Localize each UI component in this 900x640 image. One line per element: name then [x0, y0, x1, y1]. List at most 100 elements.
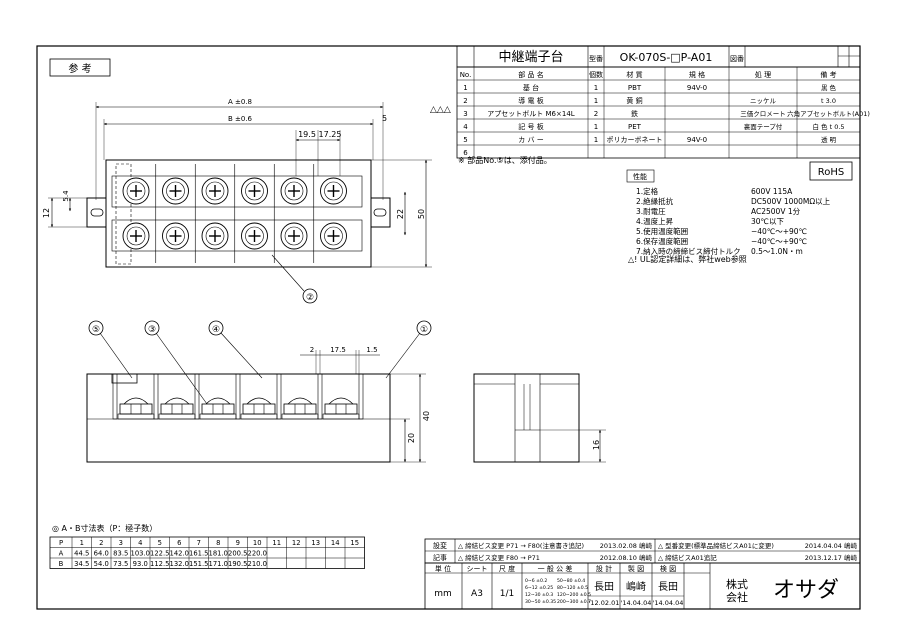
ab-table-cell: 161.5	[189, 550, 208, 558]
parts-cell-note: 六角アプセットボルト(A01)	[787, 109, 870, 118]
bolt-head	[242, 403, 276, 415]
parts-cell-no: 3	[463, 110, 467, 118]
parts-cell-note: 黒 色	[821, 83, 837, 92]
parts-cell-name: カ バ ー	[518, 136, 543, 144]
ab-table-cell: 122.5	[150, 550, 169, 558]
ab-table-cell: 190.5	[228, 560, 247, 568]
ab-table-cell: 93.0	[133, 560, 148, 568]
ab-table-cell: 13	[311, 539, 320, 547]
spec-label: 5.使用温度範囲	[636, 226, 688, 236]
footer-design-date: '12.02.01	[589, 599, 620, 607]
ab-table-cell: 132.0	[170, 560, 189, 568]
parts-cell-qty: 2	[594, 110, 598, 118]
reference-label: 参 考	[68, 62, 91, 75]
footer-designer: 長田	[594, 581, 614, 593]
balloon-2	[302, 288, 318, 304]
ab-table-cell: 112.5	[150, 560, 169, 568]
ab-table-cell: 3	[119, 539, 123, 547]
balloon-2-label: ②	[306, 293, 314, 303]
ab-table-cell: 220.0	[248, 550, 267, 558]
barrier-wall	[235, 373, 241, 420]
tolerance-entry: 12~30 ±0.3	[525, 592, 553, 598]
bolt-head	[160, 403, 194, 415]
barrier-wall	[153, 373, 159, 420]
parts-header-cell: 処 理	[755, 70, 771, 79]
parts-header-cell: 個数	[589, 70, 603, 79]
balloon-1-label: ①	[420, 325, 428, 335]
ab-table-cell: 11	[272, 539, 281, 547]
dim-12: 12	[42, 208, 51, 218]
footer-unit-header: 単 位	[435, 564, 451, 573]
dim-A: A ±0.8	[228, 98, 252, 106]
ab-table-cell: A	[59, 550, 64, 558]
dim-5-4: 5.4	[62, 190, 70, 202]
dim-17-5: 17.5	[330, 346, 346, 354]
ab-table-cell: 181.0	[209, 550, 228, 558]
ab-table-cell: 64.0	[94, 550, 109, 558]
parts-cell-mat: 鉄	[631, 109, 638, 118]
rohs-box	[809, 161, 853, 181]
footer-draw-date: '14.04.04	[621, 599, 652, 607]
balloon-5-label: ⑤	[92, 325, 100, 335]
parts-cell-qty: 1	[594, 136, 598, 144]
parts-cell-mat: 黄 銅	[626, 96, 642, 105]
balloon-4	[208, 320, 224, 336]
parts-cell-no: 6	[463, 149, 468, 157]
parts-header-cell: 規 格	[689, 70, 705, 79]
parts-cell-treat: 三価クロメート	[740, 109, 786, 118]
footer-block: 単 位 シート 尺 度 一 般 公 差 設 計 製 図 検 図 mm A3 1/…	[424, 562, 861, 610]
ab-table-cell: 10	[253, 539, 262, 547]
tolerance-entry: 0~6 ±0.2	[525, 578, 547, 584]
parts-cell-spec: 94V-0	[687, 136, 707, 144]
parts-cell-no: 5	[463, 136, 467, 144]
spec-value: AC2500V 1分	[751, 207, 801, 216]
dim-40: 40	[422, 411, 431, 421]
spec-value: 600V 115A	[751, 187, 793, 196]
parts-header-cell: 材 質	[626, 70, 642, 79]
footer-checker: 長田	[658, 581, 678, 593]
footer-draw-header: 製 図	[628, 564, 644, 573]
model-label: 型番	[589, 54, 603, 63]
ab-table-cell: 54.0	[94, 560, 109, 568]
tolerance-entry: 30~50 ±0.35	[525, 599, 556, 605]
barrier-wall	[317, 373, 323, 420]
barrier-wall	[358, 373, 364, 420]
ab-table-cell: 142.0	[170, 550, 189, 558]
dim-20: 20	[407, 433, 416, 443]
ab-table-cell: 200.5	[228, 550, 247, 558]
dim-1-5: 1.5	[366, 346, 377, 354]
company-type: 株式会社	[726, 577, 748, 604]
ab-table-cell: 8	[216, 539, 220, 547]
parts-header-cell: 備 考	[820, 70, 836, 79]
spec-label: 2.絶縁抵抗	[636, 196, 674, 206]
outer-frame	[36, 45, 861, 610]
ab-table-cell: 9	[236, 539, 240, 547]
footer-design-header: 設 計	[596, 564, 612, 573]
spec-value: −40℃〜+90℃	[751, 227, 807, 236]
balloon-5	[88, 320, 104, 336]
spec-value: −40℃〜+90℃	[751, 237, 807, 246]
ul-note: △! UL認定詳細は、弊社web参照	[628, 254, 747, 264]
spec-label: 7.納入時の締締ビス締付トルク	[636, 246, 741, 256]
parts-cell-name: 記 号 板	[518, 122, 543, 131]
ab-table-cell: 6	[177, 539, 181, 547]
change-date-4: 2013.12.17 嶋崎	[805, 553, 858, 562]
parts-cell-mat: PBT	[628, 84, 642, 92]
spec-value: 30℃以下	[751, 217, 784, 226]
spec-label: 3.耐電圧	[636, 206, 666, 216]
barrier-wall	[112, 373, 118, 420]
parts-cell-note: t 3.0	[821, 97, 836, 105]
parts-cell-qty: 1	[594, 123, 598, 131]
tolerance-entry: 6~12 ±0.25	[525, 585, 553, 591]
dim-16: 16	[592, 440, 601, 450]
parts-note: ※ 部品No.⑤は、添付品。	[458, 155, 552, 165]
spec-value: DC500V 1000MΩ以上	[751, 197, 831, 206]
footer-sheet-header: シート	[467, 565, 488, 573]
dim-B: B ±0.6	[228, 115, 253, 123]
spec-label: 6.保存温度範囲	[636, 236, 688, 246]
title-block: 中継端子台 型番 OK-070S-□P-A01 図番	[456, 45, 861, 68]
